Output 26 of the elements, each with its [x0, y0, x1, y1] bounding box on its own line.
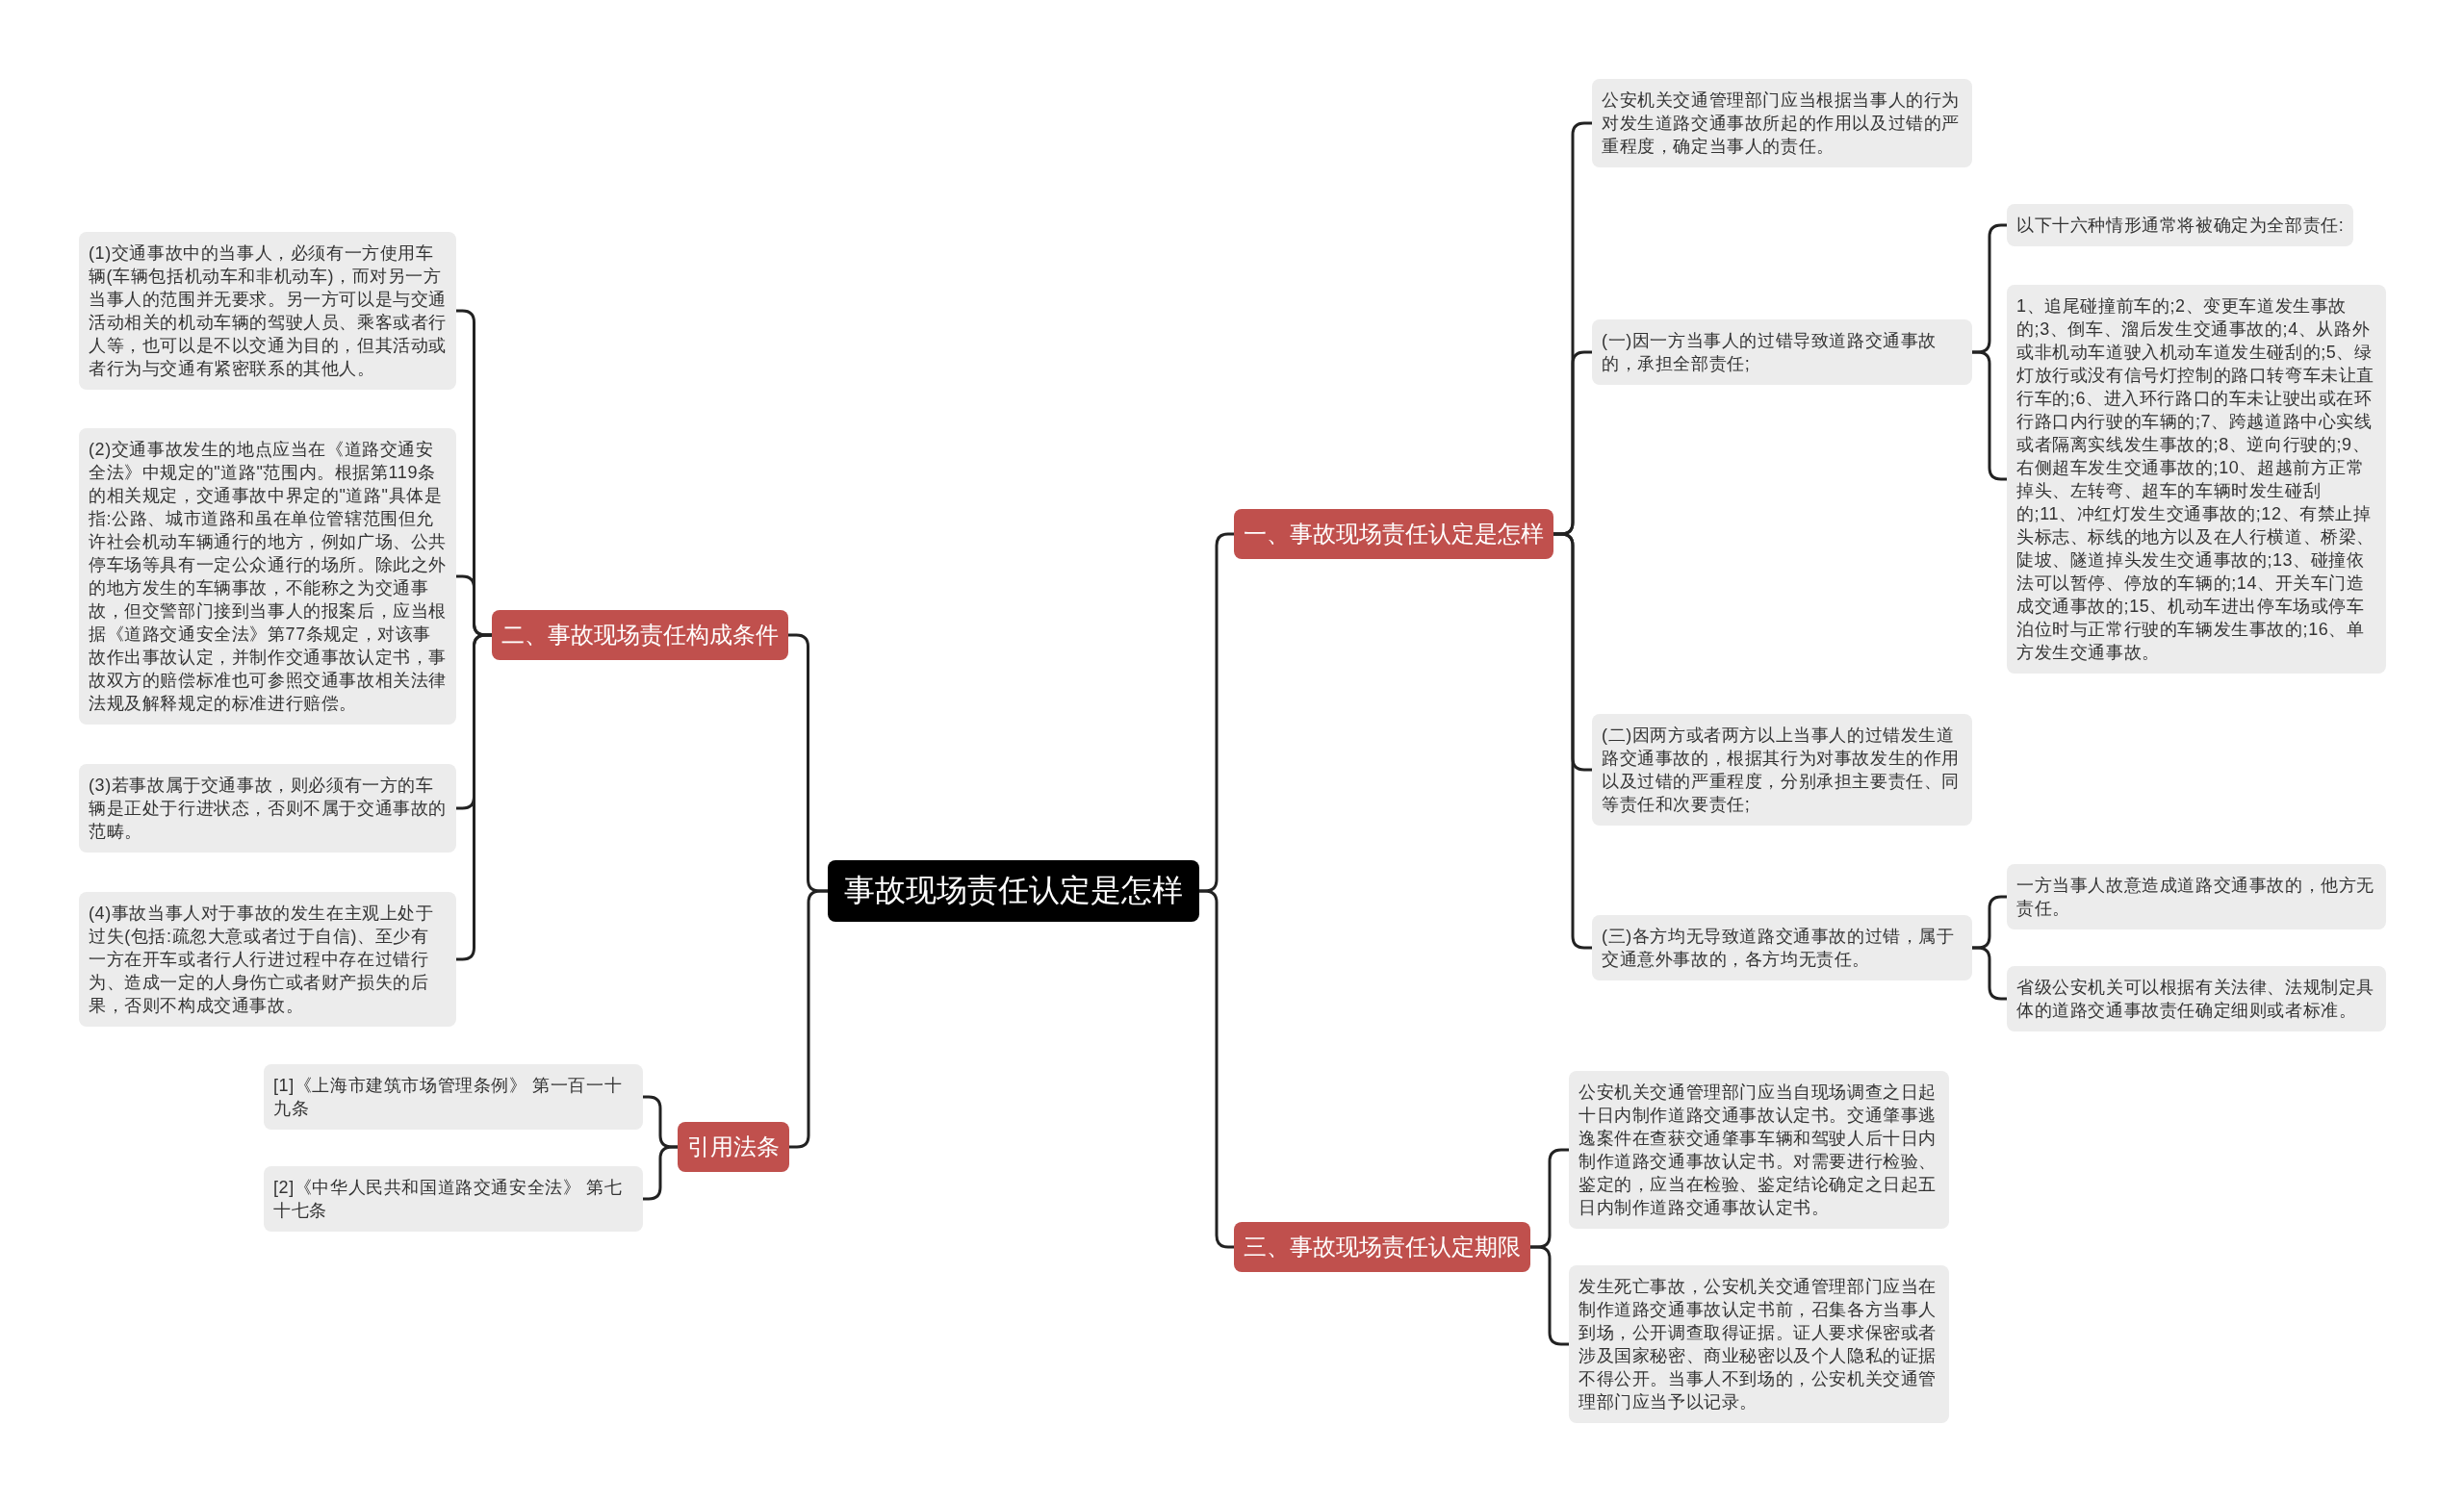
note-box: 发生死亡事故，公安机关交通管理部门应当在制作道路交通事故认定书前，召集各方当事人到场，公开调查取得证据。证人要求保密或者涉及国家秘密、商业秘密以及个人隐私的证据不得公开。当事人不到场的，公安机关交通管理部门应当予以记录。	[1569, 1265, 1949, 1423]
note-box: 一方当事人故意造成道路交通事故的，他方无责任。	[2007, 864, 2386, 929]
note-box: (1)交通事故中的当事人，必须有一方使用车辆(车辆包括机动车和非机动车)，而对另一方当事人的范围并无要求。另一方可以是与交通活动相关的机动车辆的驾驶人员、乘客或者行人等，也可以是不以交通为目的，但其活动或者行为与交通有紧密联系的其他人。	[79, 232, 456, 390]
connector-line	[1553, 532, 1592, 950]
connector-line	[789, 889, 828, 1149]
note-box: (2)交通事故发生的地点应当在《道路交通安全法》中规定的"道路"范围内。根据第119条的相关规定，交通事故中界定的"道路"具体是指:公路、城市道路和虽在单位管辖范围但允许社会机动车辆通行的地方，例如广场、公共停车场等具有一定公众通行的场所。除此之外的地方发生的车辆事故，不能称之为交通事故，但交警部门接到当事人的报案后，应当根据《道路交通安全法》第77条规定，对该事故作出事故认定，并制作交通事故认定书，事故双方的赔偿标准也可参照交通事故相关法律法规及解释规定的标准进行赔偿。	[79, 428, 456, 725]
connector-line	[1530, 1245, 1569, 1346]
note-box: 以下十六种情形通常将被确定为全部责任:	[2007, 204, 2354, 246]
note-box: (一)因一方当事人的过错导致道路交通事故的，承担全部责任;	[1592, 319, 1972, 385]
connector-line	[456, 633, 492, 961]
note-box: 省级公安机关可以根据有关法律、法规制定具体的道路交通事故责任确定细则或者标准。	[2007, 966, 2386, 1031]
note-box: 公安机关交通管理部门应当根据当事人的行为对发生道路交通事故所起的作用以及过错的严重程度，确定当事人的责任。	[1592, 79, 1972, 167]
note-box: (3)若事故属于交通事故，则必须有一方的车辆是正处于行进状态，否则不属于交通事故的范畴。	[79, 764, 456, 853]
topic-box: 事故现场责任认定是怎样	[828, 860, 1199, 922]
note-box: (二)因两方或者两方以上当事人的过错发生道路交通事故的，根据其行为对事故发生的作用以及过错的严重程度，分别承担主要责任、同等责任和次要责任;	[1592, 714, 1972, 826]
branch-box: 一、事故现场责任认定是怎样	[1234, 509, 1553, 559]
note-box: (4)事故当事人对于事故的发生在主观上处于过失(包括:疏忽大意或者过于自信)、至少有一方在开车或者行人行进过程中存在过错行为、造成一定的人身伤亡或者财产损失的后果，否则不构成交通事故。	[79, 892, 456, 1027]
connector-line	[1199, 889, 1234, 1249]
note-box: 1、追尾碰撞前车的;2、变更车道发生事故的;3、倒车、溜后发生交通事故的;4、从路外或非机动车道驶入机动车道发生碰刮的;5、绿灯放行或没有信号灯控制的路口转弯车未让直行车的;6、进入环行路口的车未让驶出或在环行路口内行驶的车辆的;7、跨越道路中心实线或者隔离实线发生事故的;8、逆向行驶的;9、右侧超车发生交通事故的;10、超越前方正常掉头、左转弯、超车的车辆时发生碰刮的;11、冲红灯发生交通事故的;12、有禁止掉头标志、标线的地方以及在人行横道、桥梁、陡坡、隧道掉头发生交通事故的;13、碰撞依法可以暂停、停放的车辆的;14、开关车门造成交通事故的;15、机动车进出停车场或停车泊位时与正常行驶的车辆发生事故的;16、单方发生交通事故。	[2007, 285, 2386, 674]
branch-box: 引用法条	[678, 1122, 789, 1172]
note-box: [1]《上海市建筑市场管理条例》 第一百一十九条	[264, 1064, 643, 1130]
note-box: (三)各方均无导致道路交通事故的过错，属于交通意外事故的，各方均无责任。	[1592, 915, 1972, 980]
branch-box: 二、事故现场责任构成条件	[492, 610, 788, 660]
branch-box: 三、事故现场责任认定期限	[1234, 1222, 1530, 1272]
note-box: [2]《中华人民共和国道路交通安全法》 第七十七条	[264, 1166, 643, 1232]
note-box: 公安机关交通管理部门应当自现场调查之日起十日内制作道路交通事故认定书。交通肇事逃逸案件在查获交通肇事车辆和驾驶人后十日内制作道路交通事故认定书。对需要进行检验、鉴定的，应当在检验、鉴定结论确定之日起五日内制作道路交通事故认定书。	[1569, 1071, 1949, 1229]
